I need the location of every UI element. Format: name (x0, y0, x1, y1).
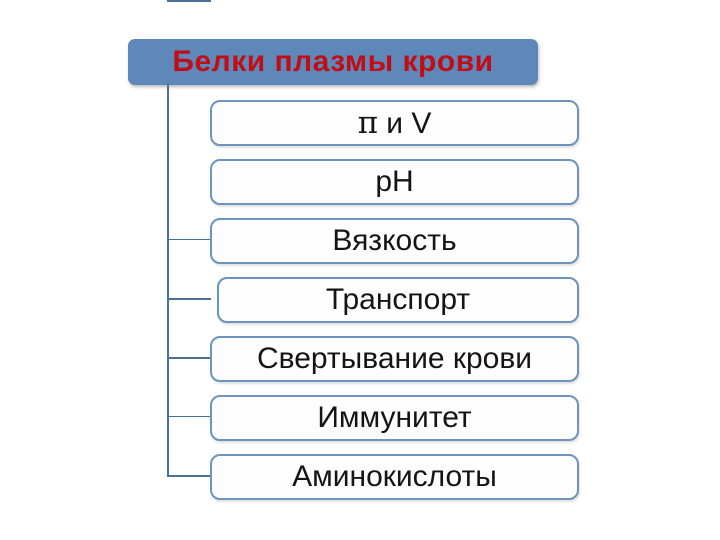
connector-stub (167, 239, 211, 240)
tree-node-label: Иммунитет (317, 401, 472, 434)
diagram-title: Белки плазмы крови (172, 45, 494, 78)
connector-stub (167, 357, 211, 359)
tree-node-blood-clotting: Свертывание крови (210, 336, 579, 382)
tree-node-ph: pH (210, 159, 579, 205)
tree-node-label: π и V (357, 104, 432, 141)
tree-node-label: pH (375, 165, 414, 198)
connector-stub (167, 0, 211, 2)
tree-node-viscosity: Вязкость (210, 218, 579, 264)
tree-node-immunity: Иммунитет (210, 395, 579, 441)
tree-node-transport: Транспорт (217, 277, 579, 323)
connector-stub (167, 475, 211, 477)
tree-node-label: Вязкость (332, 224, 457, 257)
tree-node-label: Транспорт (325, 283, 471, 316)
tree-node-amino-acids: Аминокислоты (210, 454, 579, 500)
tree-node-pi-v: π и V (210, 100, 579, 146)
tree-node-label: Свертывание крови (256, 342, 533, 375)
connector-trunk (167, 84, 169, 477)
diagram-title-box: Белки плазмы крови (128, 39, 538, 85)
connector-stub (167, 416, 211, 417)
tree-node-label: Аминокислоты (292, 460, 497, 493)
connector-stub (167, 298, 211, 300)
